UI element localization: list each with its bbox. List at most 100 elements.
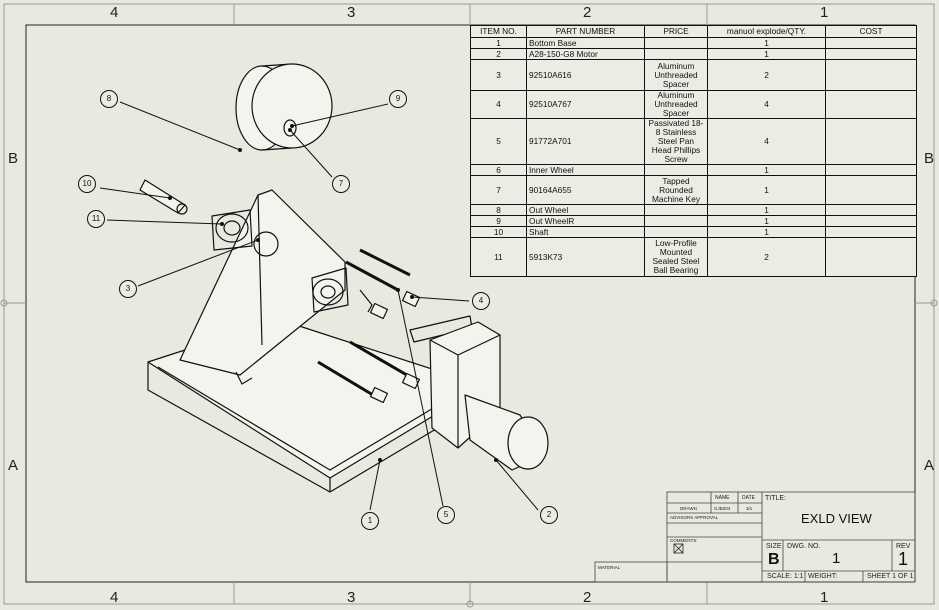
bom-cell-item: 6 — [470, 164, 527, 176]
balloon-10: 10 — [78, 175, 96, 193]
zone-col-1-bottom: 1 — [820, 589, 829, 606]
bom-cell-price: Aluminum Unthreaded Spacer — [644, 90, 708, 119]
bom-cell-cost — [825, 215, 917, 227]
zone-col-3-bottom: 3 — [347, 589, 356, 606]
bom-cell-item: 3 — [470, 59, 527, 91]
bom-cell-qty: 1 — [707, 204, 826, 216]
tb-comments-label: COMMENTS: — [670, 538, 698, 543]
tb-scale: SCALE: 1:1 — [767, 573, 804, 580]
zone-col-2-bottom: 2 — [583, 589, 592, 606]
bom-cell-qty: 1 — [707, 37, 826, 49]
bom-cell-item: 1 — [470, 37, 527, 49]
bom-cell-price — [644, 226, 708, 238]
bom-cell-price — [644, 215, 708, 227]
bom-cell-price — [644, 37, 708, 49]
bom-cell-cost — [825, 204, 917, 216]
balloon-2: 2 — [540, 506, 558, 524]
bom-cell-qty: 4 — [707, 90, 826, 119]
bom-cell-item: 8 — [470, 204, 527, 216]
bom-cell-item: 5 — [470, 118, 527, 165]
motor-part — [429, 321, 549, 471]
bom-header-item: ITEM NO. — [470, 25, 527, 38]
tb-rev-label: REV — [896, 543, 911, 550]
bom-cell-part: Out WheelR — [526, 215, 645, 227]
bom-cell-qty: 2 — [707, 237, 826, 277]
tb-date-header: DATE — [742, 495, 755, 501]
bom-cell-qty: 4 — [707, 118, 826, 165]
bom-cell-cost — [825, 48, 917, 60]
bom-cell-qty: 2 — [707, 59, 826, 91]
zone-col-3-top: 3 — [347, 4, 356, 21]
balloon-4: 4 — [472, 292, 490, 310]
bom-header-price: PRICE — [644, 25, 708, 38]
tb-title-label: TITLE: — [765, 495, 787, 502]
tb-rev-value: 1 — [898, 549, 909, 569]
balloon-7: 7 — [332, 175, 350, 193]
tb-dwg-number: 1 — [832, 550, 841, 567]
bom-cell-cost — [825, 118, 917, 165]
bom-cell-part: Inner Wheel — [526, 164, 645, 176]
screw-parts — [317, 248, 413, 400]
bom-cell-part: 91772A701 — [526, 118, 645, 165]
bom-cell-item: 9 — [470, 215, 527, 227]
exploded-assembly-view — [139, 63, 549, 493]
bom-cell-part: A28-150-G8 Motor — [526, 48, 645, 60]
bom-cell-price: Aluminum Unthreaded Spacer — [644, 59, 708, 91]
bom-header-part: PART NUMBER — [526, 25, 645, 38]
balloon-11: 11 — [87, 210, 105, 228]
bom-cell-cost — [825, 37, 917, 49]
tb-drawn-date: 3/1 — [746, 506, 753, 511]
bom-cell-cost — [825, 59, 917, 91]
zone-row-a-right: A — [924, 457, 935, 474]
tb-size-value: B — [768, 551, 780, 568]
bom-cell-cost — [825, 164, 917, 176]
zone-col-2-top: 2 — [583, 4, 592, 21]
bom-header-row: ITEM NO. PART NUMBER PRICE manuol explod… — [470, 25, 917, 38]
tb-dwg-label: DWG. NO. — [787, 543, 821, 550]
tb-drawn-label: DRAWN — [680, 506, 697, 511]
tb-drawn-name: GJB204 — [714, 506, 731, 511]
balloon-5: 5 — [437, 506, 455, 524]
bom-cell-part: 90164A655 — [526, 175, 645, 205]
zone-row-a-left: A — [8, 457, 19, 474]
bom-cell-item: 7 — [470, 175, 527, 205]
bom-cell-cost — [825, 90, 917, 119]
bom-cell-price: Tapped Rounded Machine Key — [644, 175, 708, 205]
wheel-part — [235, 63, 333, 151]
bom-cell-price: Passivated 18-8 Stainless Steel Pan Head… — [644, 118, 708, 165]
bearing-part — [211, 209, 253, 251]
bom-cell-qty: 1 — [707, 164, 826, 176]
bearing-part-2 — [311, 267, 349, 313]
bom-cell-part: 92510A616 — [526, 59, 645, 91]
tb-size-label: SIZE — [766, 543, 782, 550]
tb-weight: WEIGHT: — [808, 573, 838, 580]
bom-cell-part: 5913K73 — [526, 237, 645, 277]
bom-cell-price: Low-Profile Mounted Sealed Steel Ball Be… — [644, 237, 708, 277]
bom-cell-item: 11 — [470, 237, 527, 277]
zone-col-1-top: 1 — [820, 4, 829, 21]
zone-col-4-top: 4 — [110, 4, 119, 21]
zone-row-b-left: B — [8, 150, 19, 167]
zone-col-4-bottom: 4 — [110, 589, 119, 606]
bom-header-cost: COST — [825, 25, 917, 38]
bom-cell-cost — [825, 237, 917, 277]
bom-cell-part: Bottom Base — [526, 37, 645, 49]
bom-cell-qty: 1 — [707, 48, 826, 60]
bom-cell-qty: 1 — [707, 175, 826, 205]
comments-checkbox-icon — [673, 543, 684, 554]
tb-name-header: NAME — [715, 495, 730, 501]
bom-cell-price — [644, 48, 708, 60]
tb-advisor-label: ADVISORS APPROVAL — [670, 515, 719, 520]
